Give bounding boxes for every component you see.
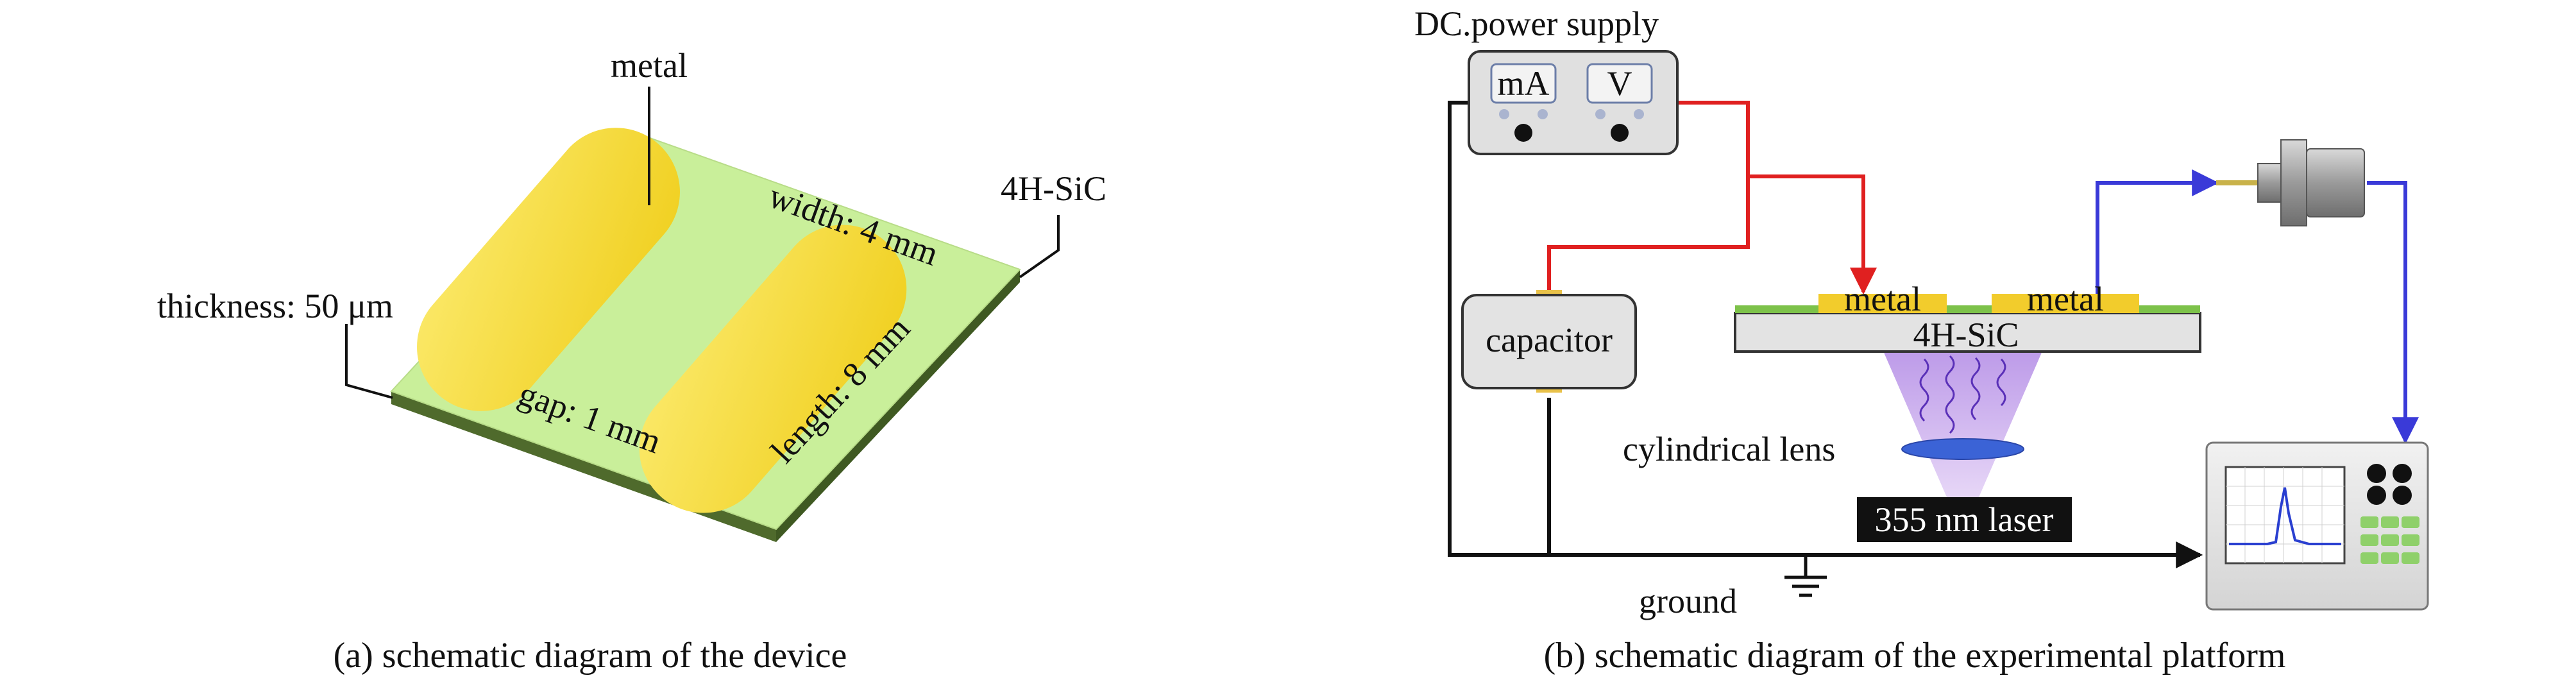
wire-red-capacitor (1547, 176, 1750, 292)
thickness-leader (345, 324, 393, 399)
power-supply-title: DC.power supply (1414, 4, 1659, 43)
substrate-side-right (776, 269, 1020, 542)
wire-blue-detector (2096, 169, 2219, 295)
power-supply-icon (1468, 50, 1679, 155)
photodetector-icon (2216, 139, 2365, 226)
meter-ma-label: mA (1498, 64, 1550, 103)
oscilloscope-icon (2205, 441, 2429, 611)
wire-red-sample (1677, 101, 1877, 295)
substrate-label-b: 4H-SiC (1913, 316, 2019, 354)
sample-metal-right (1992, 294, 2139, 313)
label-thickness: thickness: 50 μm (157, 287, 393, 325)
wire-blue-scope (2367, 181, 2419, 445)
cylindrical-lens (1901, 438, 2024, 460)
label-metal: metal (611, 46, 688, 85)
ground-symbol-icon (1784, 555, 1827, 597)
meter-v-label: V (1607, 64, 1632, 103)
laser-label-box (1857, 497, 2072, 542)
caption-b: (b) schematic diagram of the experimenta… (1544, 636, 2286, 676)
label-substrate: 4H-SiC (1001, 169, 1106, 208)
laser-beam (1883, 350, 2043, 497)
metal-pad-right (639, 225, 907, 513)
substrate-leader (1019, 215, 1060, 278)
metal-pad-left (417, 128, 680, 411)
metal-left-label: metal (1844, 280, 1921, 318)
caption-a: (a) schematic diagram of the device (334, 636, 847, 676)
capacitor-label: capacitor (1486, 321, 1613, 359)
lens-label: cylindrical lens (1623, 430, 1835, 468)
laser-label: 355 nm laser (1875, 500, 2054, 539)
panel-a-device: metal 4H-SiC thickness: 50 μm width: 4 m… (157, 46, 1106, 676)
wire-ground-frame (1448, 101, 2203, 568)
scope-trace (2229, 487, 2341, 545)
photon-waves (1919, 355, 2006, 434)
capacitor-block (1461, 290, 1637, 393)
ground-label: ground (1639, 582, 1737, 620)
sample-metal-left (1818, 294, 1947, 313)
panel-b-platform: mA V DC.power supply capacitor cylindric… (1414, 4, 2429, 676)
metal-right-label: metal (2027, 280, 2104, 318)
